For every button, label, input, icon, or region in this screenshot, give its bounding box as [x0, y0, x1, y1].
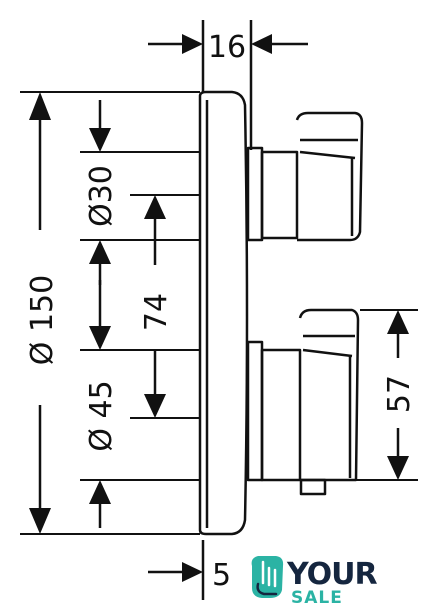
logo-brand-line1: YOUR	[286, 557, 378, 592]
lower-diameter-arrow-top	[89, 326, 111, 350]
knob-spacing-arrow-bottom	[144, 394, 166, 418]
overall-arrow-bottom	[29, 508, 51, 534]
knob-spacing-arrow-top	[144, 195, 166, 219]
upper-knob	[246, 111, 364, 242]
hand-cursor-icon	[251, 556, 284, 598]
upper-diameter-arrow-bottom	[89, 240, 111, 264]
upper-diameter-label: Ø30	[84, 165, 119, 227]
lower-offset-arrow-bottom	[387, 456, 409, 480]
lower-offset-arrow-top	[387, 310, 409, 334]
top-width-arrow-left	[182, 34, 203, 54]
bottom-partial-label: 5	[212, 558, 231, 593]
lower-knob	[246, 308, 360, 496]
top-width-dimension	[148, 20, 308, 150]
top-width-arrow-right	[251, 34, 272, 54]
lower-diameter-label: Ø 45	[84, 380, 119, 451]
extension-lines	[20, 91, 418, 535]
top-width-label: 16	[208, 30, 246, 65]
cover-plate	[198, 90, 249, 536]
bottom-arrow	[182, 562, 203, 582]
lower-offset-label: 57	[382, 375, 417, 413]
upper-diameter-arrow-top	[89, 128, 111, 152]
watermark-logo: YOUR SALE	[232, 548, 392, 610]
bottom-dimension	[148, 540, 205, 600]
lower-diameter-arrow-bottom	[89, 480, 111, 504]
knob-spacing-label: 74	[139, 293, 174, 331]
overall-arrow-top	[29, 92, 51, 120]
overall-diameter-label: Ø 150	[25, 275, 60, 365]
logo-brand-line2: SALE	[291, 588, 343, 608]
